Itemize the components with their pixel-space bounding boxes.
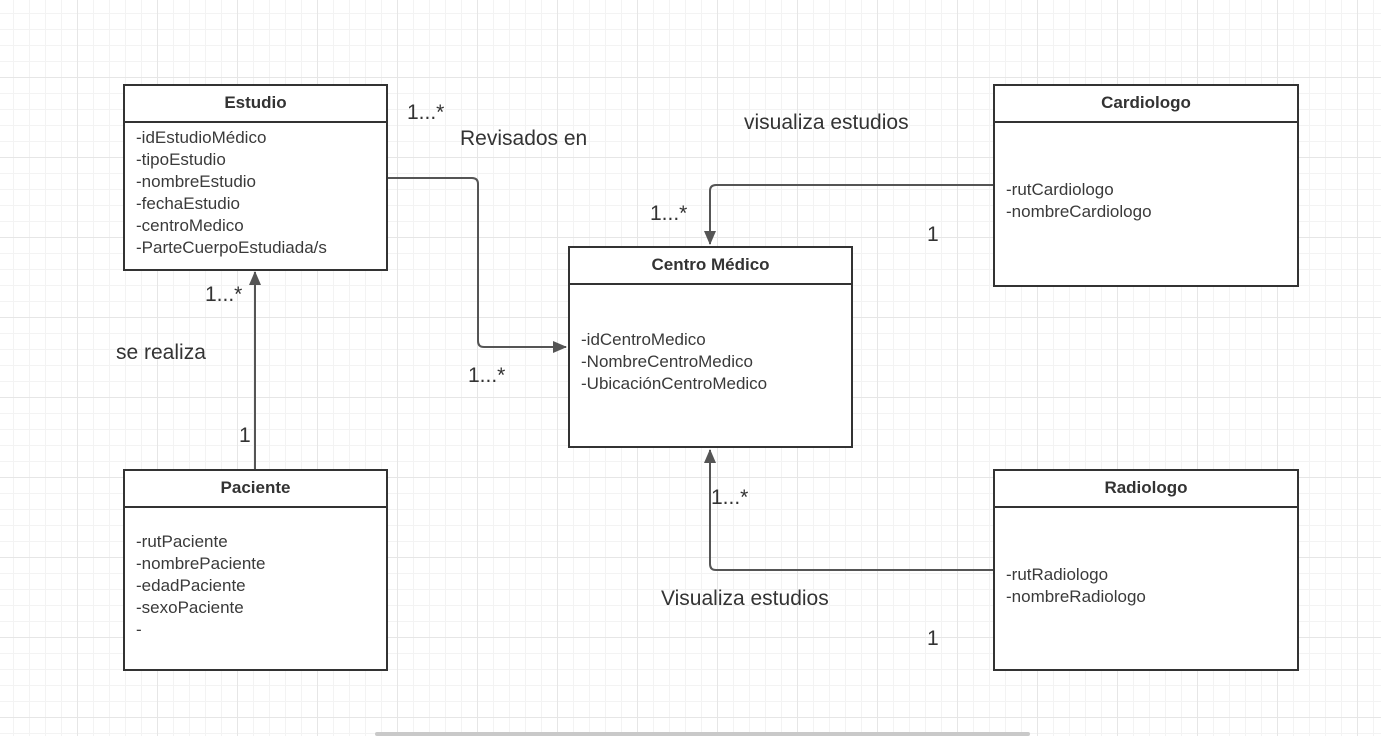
attribute: - — [136, 620, 142, 639]
attribute-list: -idCentroMedico -NombreCentroMedico -Ubi… — [570, 285, 851, 395]
attribute: -centroMedico — [136, 216, 244, 235]
association-label: Visualiza estudios — [661, 587, 829, 610]
class-radiologo[interactable]: Radiologo -rutRadiologo -nombreRadiologo — [993, 469, 1299, 671]
multiplicity-label: 1 — [927, 627, 939, 650]
attribute: -idEstudioMédico — [136, 128, 267, 147]
attribute: -UbicaciónCentroMedico — [581, 374, 768, 393]
association-cardiologo-centro — [704, 184, 993, 245]
attribute: -rutRadiologo — [1006, 565, 1109, 584]
association-label: visualiza estudios — [744, 111, 909, 134]
class-estudio[interactable]: Estudio -idEstudioMédico -tipoEstudio -n… — [123, 84, 388, 271]
attribute: -fechaEstudio — [136, 194, 240, 213]
attribute: -rutCardiologo — [1006, 180, 1114, 199]
multiplicity-label: 1...* — [407, 101, 445, 124]
class-title: Cardiologo — [995, 86, 1297, 123]
attribute: -nombreRadiologo — [1006, 587, 1146, 606]
attribute: -idCentroMedico — [581, 330, 706, 349]
attribute: -nombreCardiologo — [1006, 202, 1152, 221]
attribute: -ParteCuerpoEstudiada/s — [136, 238, 327, 257]
association-radiologo-centro — [704, 449, 993, 571]
multiplicity-label: 1...* — [650, 202, 688, 225]
horizontal-scrollbar[interactable] — [375, 732, 1030, 736]
class-centro-medico[interactable]: Centro Médico -idCentroMedico -NombreCen… — [568, 246, 853, 448]
multiplicity-label: 1 — [927, 223, 939, 246]
class-title: Radiologo — [995, 471, 1297, 508]
attribute: -tipoEstudio — [136, 150, 226, 169]
attribute: -nombrePaciente — [136, 554, 266, 573]
attribute: -NombreCentroMedico — [581, 352, 753, 371]
class-title: Estudio — [125, 86, 386, 123]
attribute: -edadPaciente — [136, 576, 246, 595]
attribute: -nombreEstudio — [136, 172, 257, 191]
association-label: se realiza — [116, 341, 206, 364]
class-paciente[interactable]: Paciente -rutPaciente -nombrePaciente -e… — [123, 469, 388, 671]
class-cardiologo[interactable]: Cardiologo -rutCardiologo -nombreCardiol… — [993, 84, 1299, 287]
attribute-list: -rutCardiologo -nombreCardiologo — [995, 123, 1297, 223]
attribute-list: -rutRadiologo -nombreRadiologo — [995, 508, 1297, 608]
multiplicity-label: 1...* — [468, 364, 506, 387]
attribute: -rutPaciente — [136, 532, 228, 551]
multiplicity-label: 1...* — [205, 283, 243, 306]
class-title: Paciente — [125, 471, 386, 508]
class-title: Centro Médico — [570, 248, 851, 285]
multiplicity-label: 1...* — [711, 486, 749, 509]
attribute-list: -idEstudioMédico -tipoEstudio -nombreEst… — [125, 123, 386, 259]
attribute: -sexoPaciente — [136, 598, 244, 617]
multiplicity-label: 1 — [239, 424, 251, 447]
association-estudio-centro — [387, 177, 567, 353]
attribute-list: -rutPaciente -nombrePaciente -edadPacien… — [125, 508, 386, 641]
association-label: Revisados en — [460, 127, 588, 150]
